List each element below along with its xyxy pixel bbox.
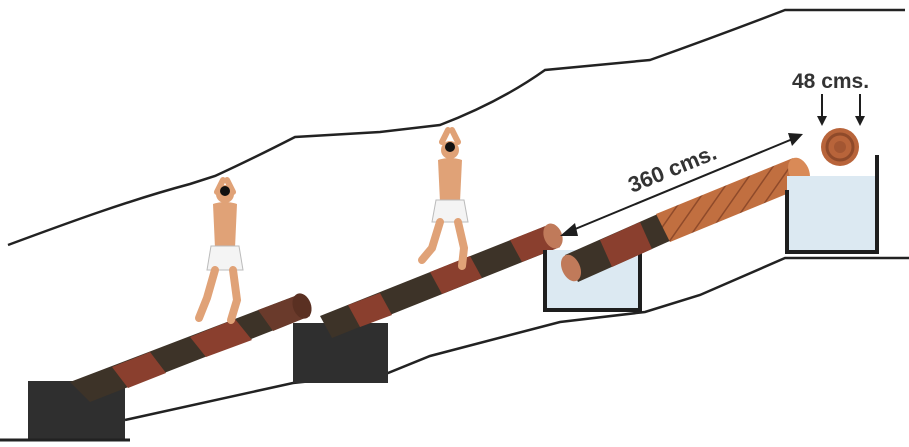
worker-figure-left <box>199 180 243 320</box>
dimension-arrow-diameter <box>817 94 865 126</box>
pipe-diameter-label: 48 cms. <box>792 70 869 93</box>
worker-figure-right <box>422 130 468 266</box>
pipe-cross-section <box>821 128 859 166</box>
log-run-middle <box>320 221 566 338</box>
